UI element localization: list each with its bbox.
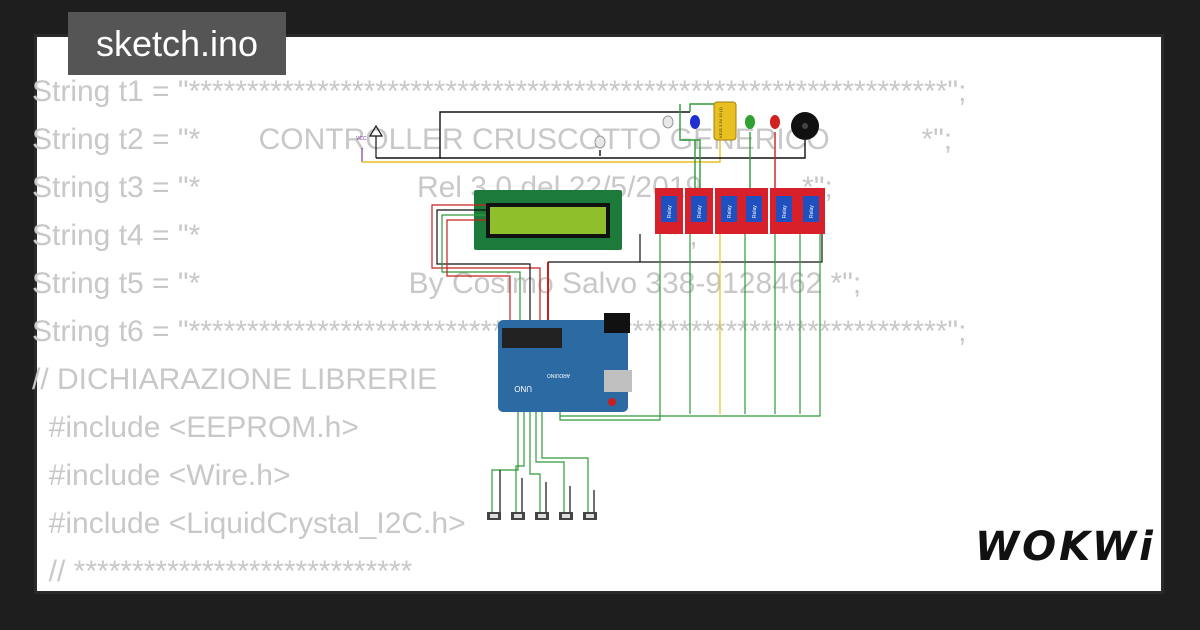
relay-module-5: Relay [770, 188, 798, 234]
arduino-uno: UNO ARDUINO [498, 313, 632, 412]
relay-module-2: Relay [685, 188, 713, 234]
code-line: // DICHIARAZIONE LIBRERIE [32, 363, 438, 396]
relay-label: Relay [697, 205, 703, 218]
relay-label: Relay [667, 205, 673, 218]
code-line: // ***************************** [32, 555, 413, 588]
wokwi-logo: WOKWi [975, 524, 1156, 570]
board-brand: ARDUINO [547, 372, 570, 378]
gnd-symbol [368, 124, 384, 158]
code-line: String t5 = "* By Cosimo Salvo 338-91284… [32, 267, 862, 300]
code-line: #include <LiquidCrystal_I2C.h> [32, 507, 466, 540]
push-button-3 [535, 512, 549, 520]
relay-label: Relay [752, 205, 758, 218]
push-button-1 [487, 512, 501, 520]
relay-label: Relay [727, 205, 733, 218]
relay-label: Relay [782, 205, 788, 218]
relay-wiring [547, 234, 823, 421]
button-wiring [491, 412, 595, 512]
board-label: UNO [514, 384, 532, 393]
relay-module-1: Relay [655, 188, 683, 234]
code-line: String t1 = "***************************… [32, 75, 967, 108]
relay-label: Relay [809, 205, 815, 218]
push-button-4 [559, 512, 573, 520]
vcc-label: VCC [356, 136, 367, 142]
relay-module-3: Relay [715, 188, 743, 234]
push-button-2 [511, 512, 525, 520]
relay-module-4: Relay [740, 188, 768, 234]
relay-module-6: Relay [797, 188, 825, 234]
file-tab[interactable]: sketch.ino [68, 12, 286, 75]
capacitor-label: KE25 3.3V 10 (1) [718, 107, 723, 138]
led-red [770, 115, 780, 129]
code-line: #include <Wire.h> [32, 459, 291, 492]
lcd-wiring [431, 204, 541, 320]
preview-frame [34, 34, 1164, 594]
led-blue [690, 115, 700, 129]
led-green [745, 115, 755, 129]
capacitor: KE25 3.3V 10 (1) [713, 101, 737, 141]
led-white [594, 115, 674, 149]
vcc-symbol: VCC [356, 136, 367, 162]
lcd-display [474, 190, 622, 250]
push-button-5 [583, 512, 597, 520]
code-editor: String t1 = "***************************… [32, 68, 966, 596]
code-line: #include <EEPROM.h> [32, 411, 359, 444]
buzzer [791, 112, 819, 140]
top-wiring [362, 103, 806, 200]
